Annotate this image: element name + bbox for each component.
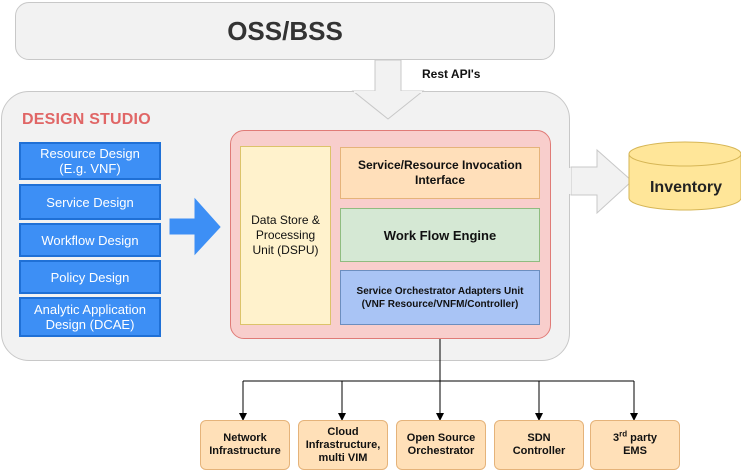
orchestrator-line1: Open Source [406, 432, 476, 444]
open-source-orchestrator-box: Open Source Orchestrator [396, 420, 486, 470]
analytic-design-line1: Analytic Application [33, 302, 146, 317]
orchestrator-line2: Orchestrator [407, 445, 475, 457]
third-party-ems-box: 3rd party EMS [590, 420, 680, 470]
dspu-line1: Data Store & [251, 213, 320, 227]
design-to-engine-arrow [169, 197, 221, 256]
network-infrastructure-box: Network Infrastructure [200, 420, 290, 470]
cloud-line2: Infrastructure, [305, 438, 381, 451]
analytic-application-design-button[interactable]: Analytic Application Design (DCAE) [19, 297, 161, 337]
invocation-line1: Service/Resource Invocation [357, 158, 523, 172]
policy-design-button[interactable]: Policy Design [19, 260, 161, 294]
oss-bss-title: OSS/BSS [227, 15, 343, 46]
workflow-engine-box: Work Flow Engine [340, 208, 540, 262]
workflow-design-button[interactable]: Workflow Design [19, 223, 161, 257]
service-invocation-interface-box: Service/Resource Invocation Interface [340, 147, 540, 199]
distribution-tree [242, 325, 635, 414]
adapters-line2: (VNF Resource/VNFM/Controller) [361, 298, 519, 310]
cloud-infrastructure-box: Cloud Infrastructure, multi VIM [298, 420, 388, 470]
design-studio-title: DESIGN STUDIO [22, 111, 151, 128]
resource-design-line2: (E.g. VNF) [59, 161, 121, 176]
cloud-line3: multi VIM [318, 451, 368, 464]
sdn-line1: SDN [527, 432, 551, 444]
orchestrator-adapters-box: Service Orchestrator Adapters Unit (VNF … [340, 270, 540, 325]
oss-bss-box: OSS/BSS [15, 2, 555, 60]
analytic-design-line2: Design (DCAE) [45, 317, 135, 332]
workflow-engine-label: Work Flow Engine [383, 227, 497, 243]
sdn-line2: Controller [512, 445, 566, 457]
cloud-line1: Cloud [327, 425, 359, 438]
to-inventory-arrow [570, 148, 633, 215]
rest-api-arrow [351, 59, 425, 120]
inventory-label: Inventory [649, 179, 722, 196]
workflow-design-label: Workflow Design [41, 232, 139, 248]
dspu-line3: Unit (DSPU) [252, 243, 319, 257]
resource-design-line1: Resource Design [40, 146, 140, 161]
ems-superscript: rd [619, 429, 628, 439]
inventory-cylinder [628, 141, 741, 211]
network-line1: Network [223, 432, 267, 444]
adapters-line1: Service Orchestrator Adapters Unit [356, 285, 524, 297]
ems-line1: 3rd party [612, 429, 658, 444]
dspu-line2: Processing [255, 228, 316, 242]
dspu-box: Data Store & Processing Unit (DSPU) [240, 146, 331, 325]
sdn-controller-box: SDN Controller [494, 420, 584, 470]
rest-api-label: Rest API's [422, 67, 481, 81]
service-design-label: Service Design [46, 194, 134, 210]
resource-design-button[interactable]: Resource Design (E.g. VNF) [19, 142, 161, 180]
policy-design-label: Policy Design [50, 269, 130, 285]
arrowheads [239, 413, 638, 421]
ems-line2: EMS [623, 445, 647, 457]
ems-prefix: 3 [612, 432, 620, 444]
invocation-line2: Interface [414, 173, 466, 187]
service-design-button[interactable]: Service Design [19, 184, 161, 220]
network-line2: Infrastructure [209, 445, 281, 457]
